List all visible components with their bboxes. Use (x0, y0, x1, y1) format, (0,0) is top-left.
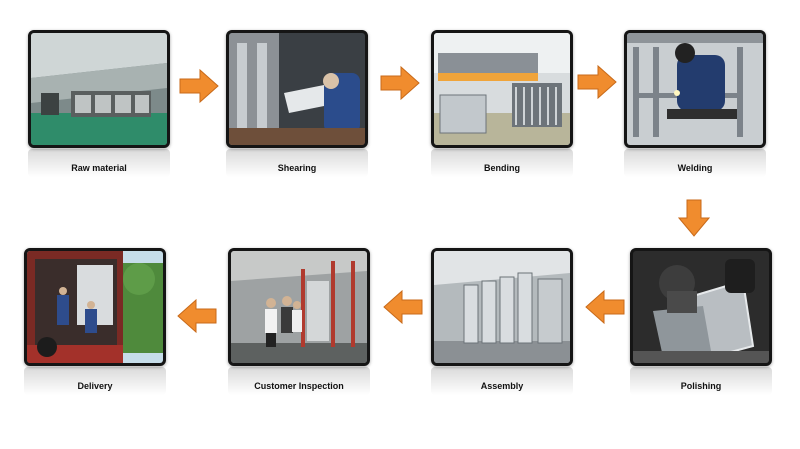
step-label: Delivery (77, 381, 113, 391)
step-label: Raw material (71, 163, 127, 173)
photo-reflection (431, 367, 573, 395)
step-label: Customer Inspection (254, 381, 344, 391)
arrow-left-icon (584, 289, 626, 325)
step-customer-inspection: Customer Inspection (228, 248, 370, 395)
step-label: Assembly (480, 381, 524, 391)
photo-reflection (431, 149, 573, 177)
arrow-left-icon (382, 289, 424, 325)
shearing-photo (226, 30, 368, 148)
step-bending: Bending (431, 30, 573, 177)
step-welding: Welding (624, 30, 766, 177)
bending-photo (431, 30, 573, 148)
step-label: Polishing (680, 381, 722, 391)
arrow-right-icon (576, 64, 618, 100)
photo-reflection (24, 367, 166, 395)
arrow-left-icon (176, 298, 218, 334)
arrow-right-icon (379, 65, 421, 101)
step-assembly: Assembly (431, 248, 573, 395)
warehouse-photo (28, 30, 170, 148)
inspection-photo (228, 248, 370, 366)
welding-photo (624, 30, 766, 148)
assembly-photo (431, 248, 573, 366)
photo-reflection (28, 149, 170, 177)
delivery-photo (24, 248, 166, 366)
step-delivery: Delivery (24, 248, 166, 395)
photo-reflection (630, 367, 772, 395)
step-polishing: Polishing (630, 248, 772, 395)
photo-reflection (228, 367, 370, 395)
photo-reflection (624, 149, 766, 177)
step-shearing: Shearing (226, 30, 368, 177)
step-label: Bending (484, 163, 520, 173)
photo-reflection (226, 149, 368, 177)
step-label: Welding (677, 163, 713, 173)
arrow-down-icon (678, 198, 710, 238)
arrow-right-icon (178, 68, 220, 104)
polishing-photo (630, 248, 772, 366)
step-label: Shearing (277, 163, 317, 173)
step-raw-material: Raw material (28, 30, 170, 177)
